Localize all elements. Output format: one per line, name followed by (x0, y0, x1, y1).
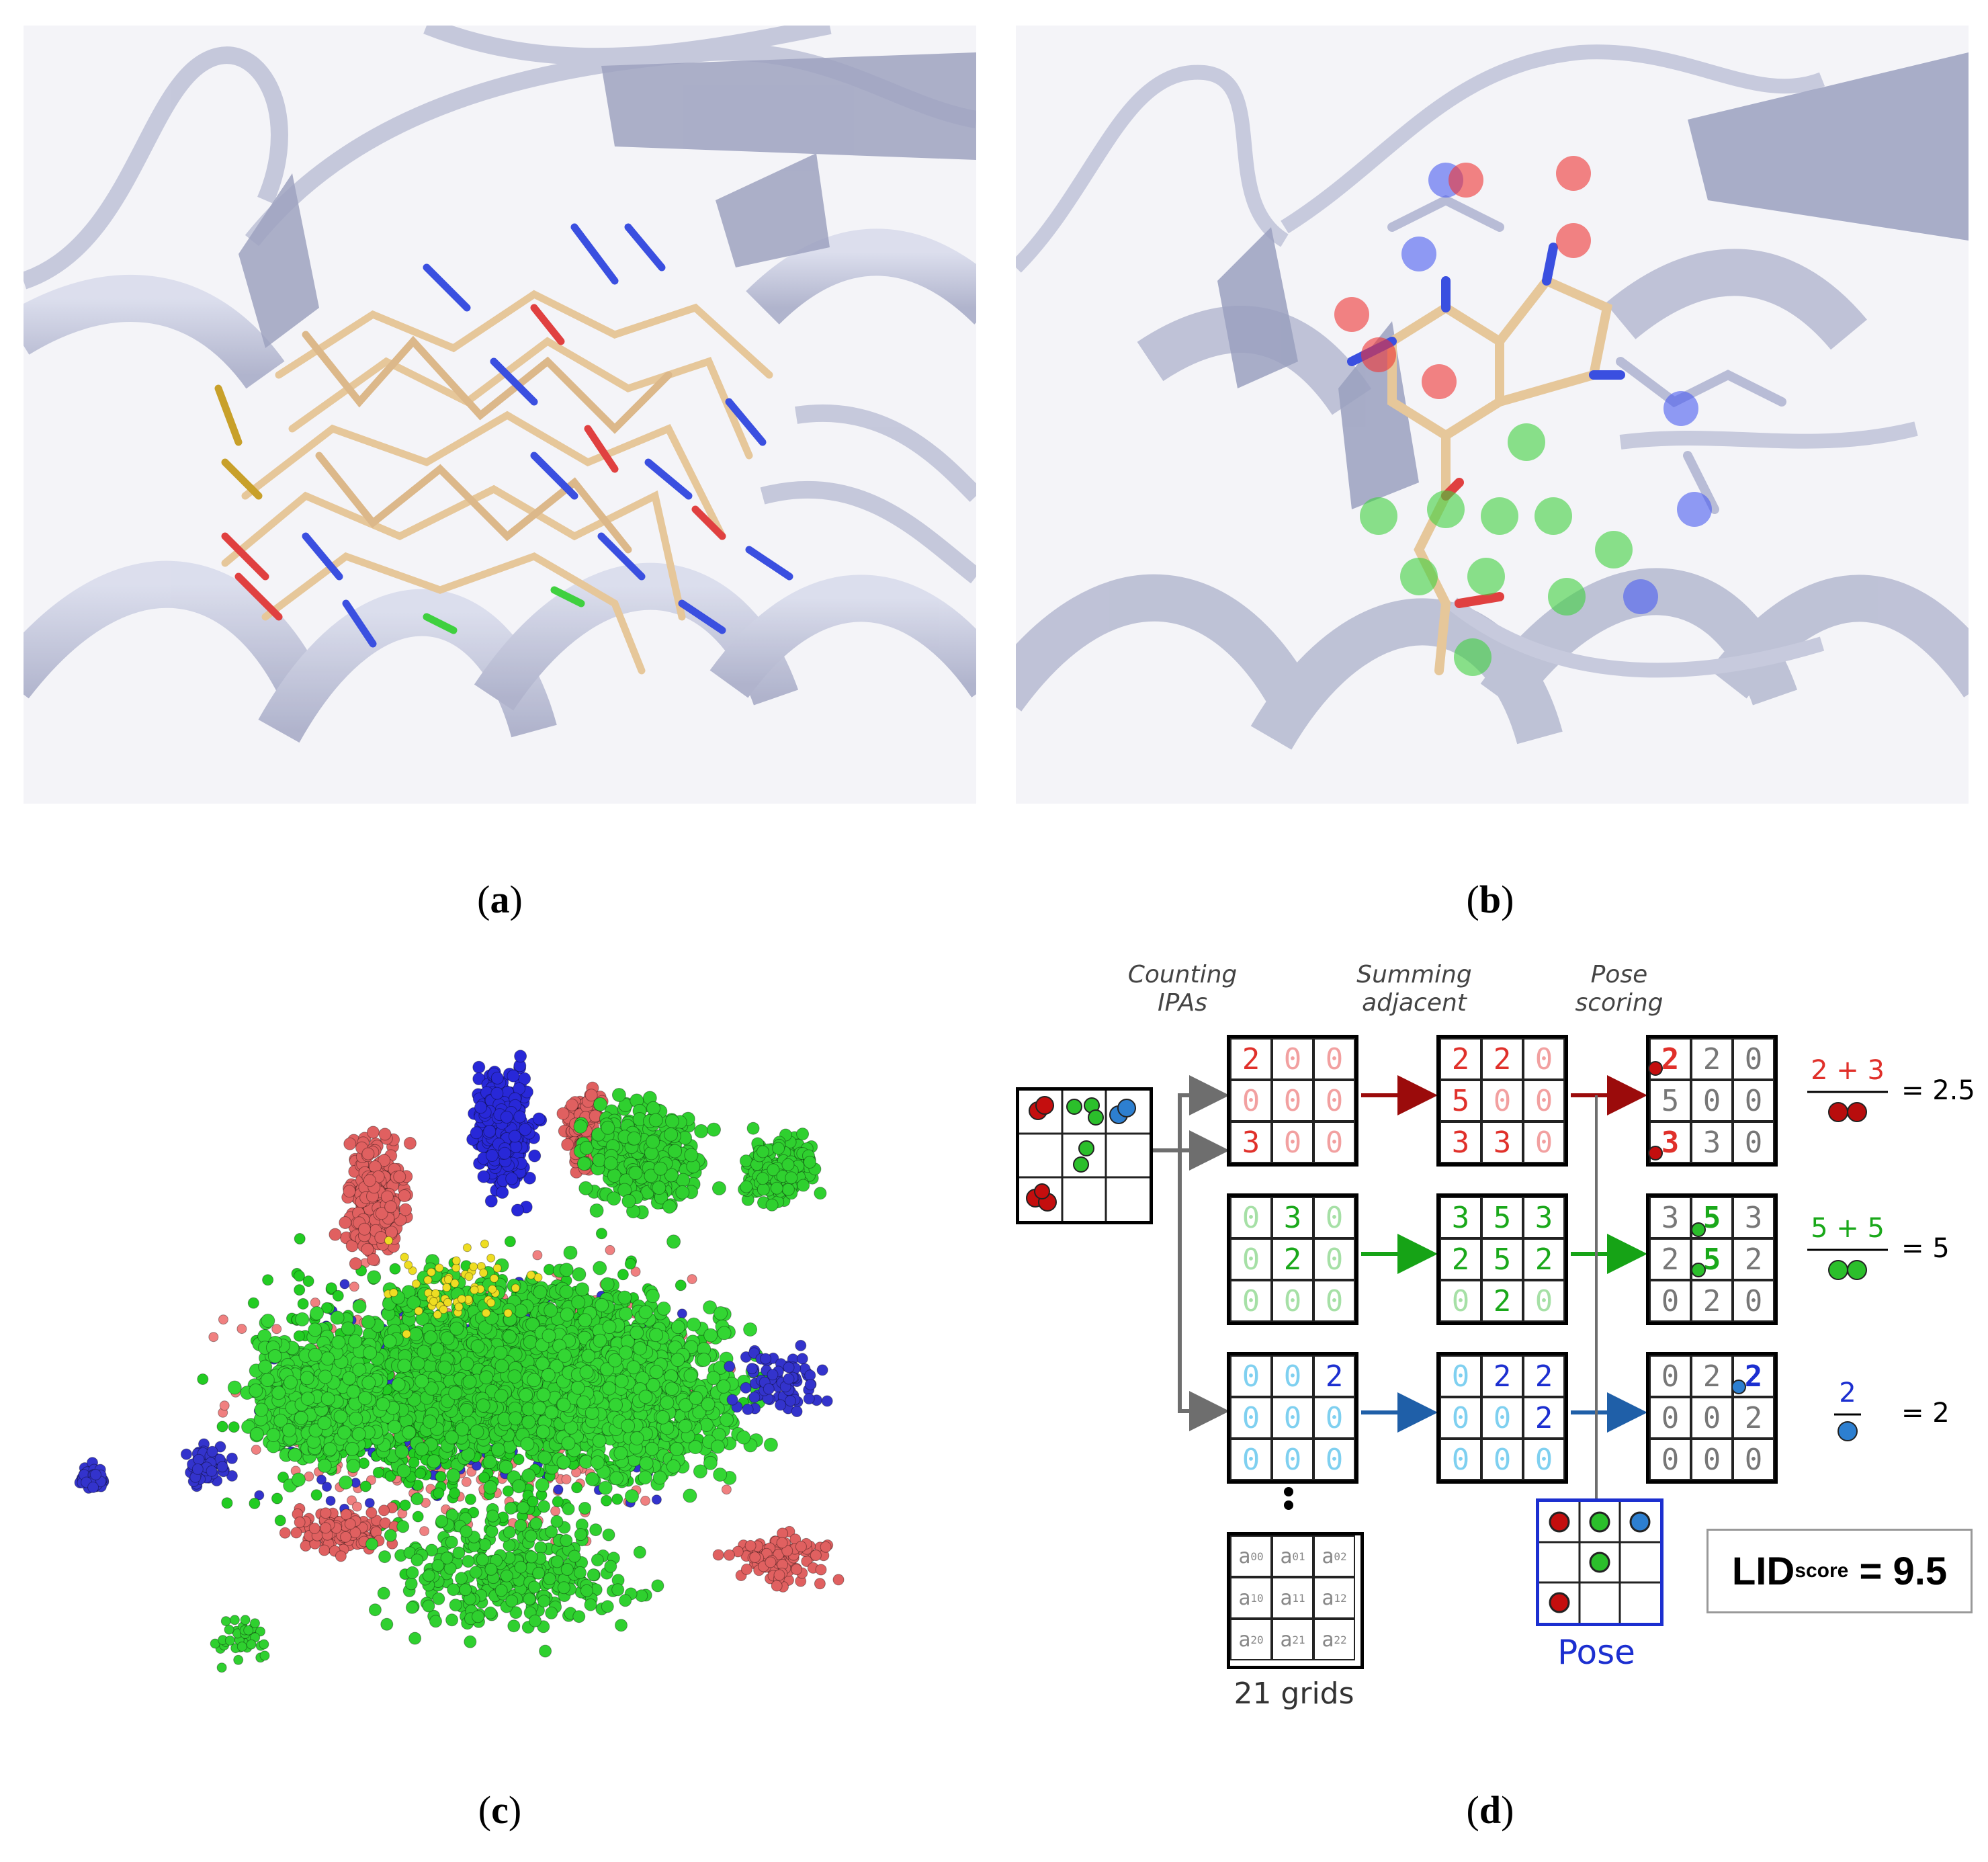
panel-b-image (1016, 26, 1969, 804)
caption-d: (d) (1466, 1788, 1514, 1832)
caption-b: (b) (1466, 878, 1514, 921)
pose-with-interaction-points-render (1016, 26, 1969, 804)
pose-dot (1691, 1222, 1706, 1237)
caption-c: (c) (478, 1788, 522, 1832)
pose-dot (1691, 1263, 1706, 1277)
pose-dot (1648, 1146, 1663, 1160)
protein-ligand-ensemble-render (24, 26, 976, 804)
pose-dot (1648, 1061, 1663, 1076)
panel-c-image (40, 1021, 981, 1720)
panel-a-image (24, 26, 976, 804)
caption-a: (a) (477, 878, 523, 921)
pose-dot (1731, 1380, 1746, 1394)
ipa-point-cloud (74, 1050, 845, 1673)
